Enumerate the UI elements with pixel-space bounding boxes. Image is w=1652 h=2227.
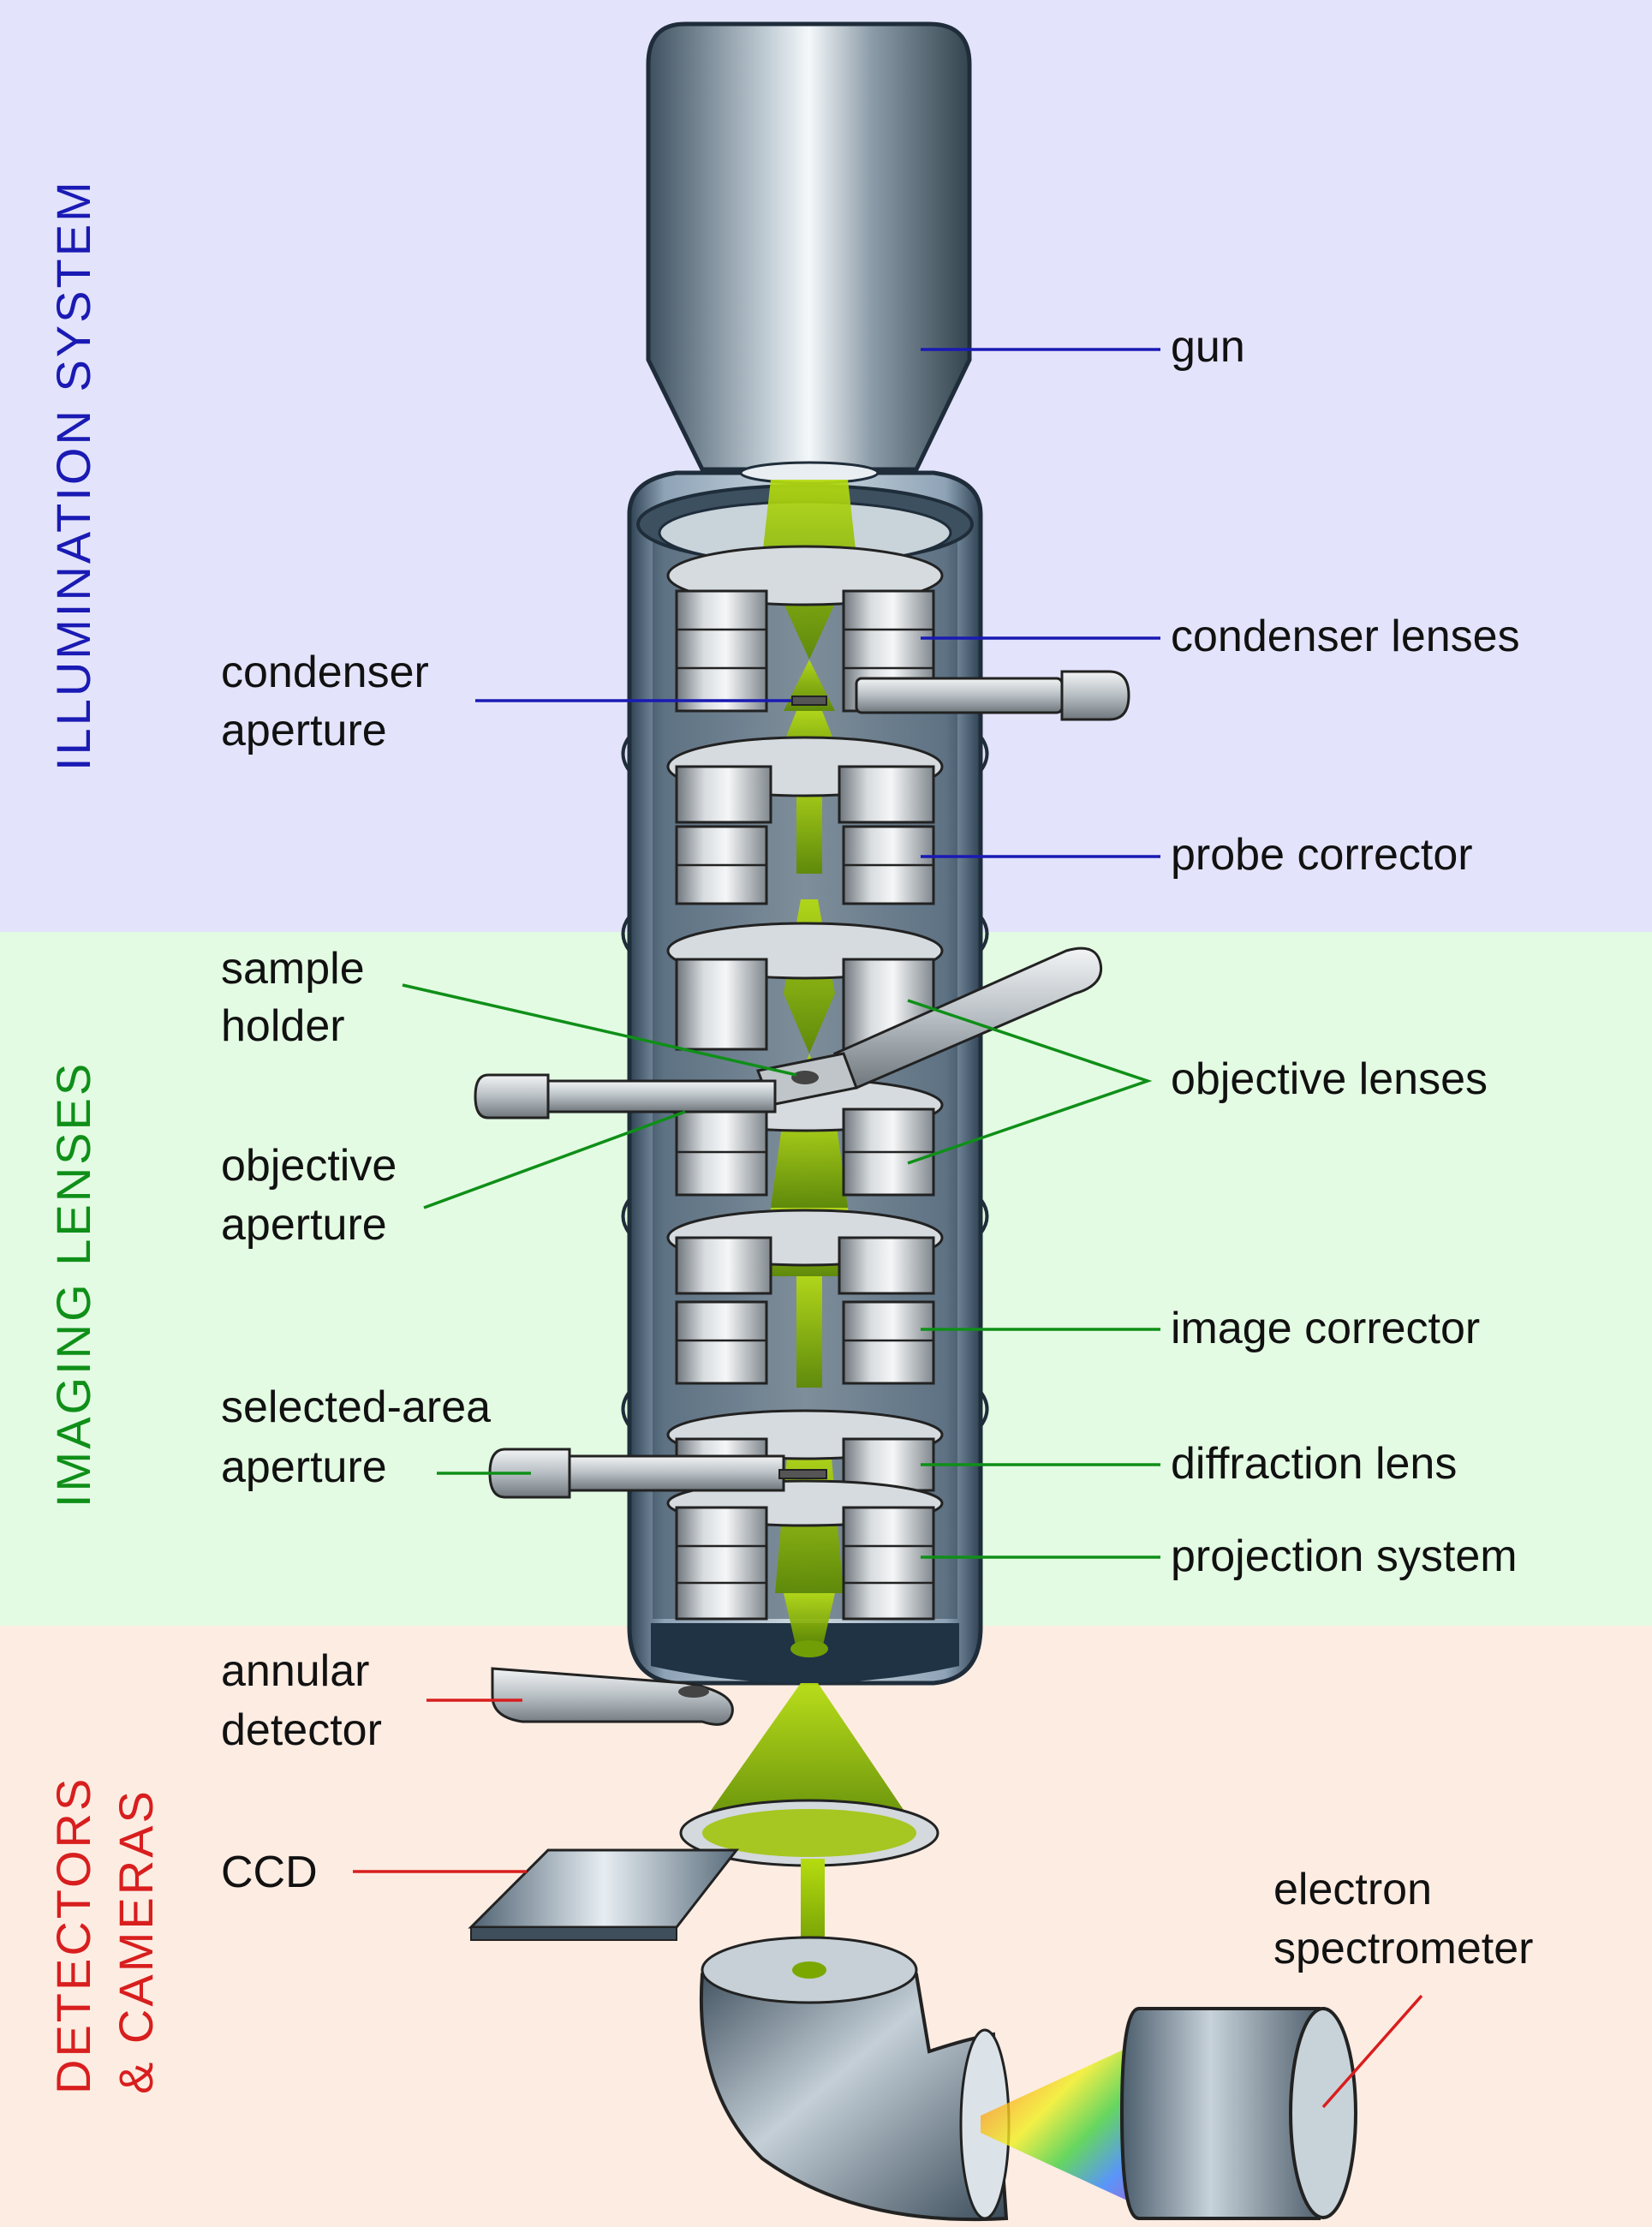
condenser-lenses-label: condenser lenses [1171, 612, 1520, 661]
condenser-aperture-rod [791, 670, 1130, 721]
sample-holder-leader [402, 983, 797, 1077]
ccd-screen [468, 1799, 939, 1941]
detectors-section-label-line2: & CAMERAS [109, 1788, 163, 2094]
probe-corrector-label: probe corrector [1171, 830, 1473, 880]
beam-cone [698, 1683, 916, 1829]
image-corrector-stack [666, 1209, 944, 1385]
annular-detector [491, 1667, 734, 1726]
projection-system-label: projection system [1171, 1531, 1518, 1581]
objective-aperture-leader [423, 1110, 686, 1209]
probe-corrector-stack [666, 736, 944, 905]
sample-holder-label-1: sample [221, 944, 365, 994]
detectors-section-label-line1: DETECTORS [46, 1776, 100, 2094]
selected-area-aperture-rod [488, 1448, 827, 1499]
objective-lenses-label: objective lenses [1171, 1054, 1488, 1104]
gun-label: gun [1171, 322, 1245, 372]
electron-spectrometer-label-2: spectrometer [1273, 1924, 1533, 1973]
annular-detector-label-2: detector [221, 1705, 382, 1755]
sample-holder-rod [755, 946, 1103, 1107]
diffraction-projection-stack [666, 1409, 944, 1621]
objective-aperture-label-1: objective [221, 1141, 397, 1191]
imaging-section-label: IMAGING LENSES [46, 1061, 100, 1508]
condenser-aperture-label-1: condenser [221, 648, 429, 697]
sample-holder-label-2: holder [221, 1001, 345, 1051]
electron-spectrometer [1119, 2007, 1357, 2220]
objective-aperture-label-2: aperture [221, 1200, 387, 1250]
spectrometer-leader [1321, 1994, 1423, 2109]
objective-aperture-rod [474, 1073, 777, 1119]
condenser-aperture-label-2: aperture [221, 706, 387, 755]
energy-spectrum [981, 2039, 1148, 2210]
diffraction-lens-label: diffraction lens [1171, 1439, 1457, 1489]
image-corrector-label: image corrector [1171, 1304, 1480, 1353]
objective-lenses-leader [907, 999, 1153, 1165]
annular-detector-label-1: annular [221, 1646, 369, 1696]
selected-area-aperture-label-2: aperture [221, 1442, 387, 1492]
spectrometer-elbow [699, 1936, 1011, 2222]
electron-gun [646, 21, 972, 485]
electron-spectrometer-label-1: electron [1273, 1865, 1432, 1914]
ccd-label: CCD [221, 1848, 318, 1897]
illumination-section-label: ILLUMINATION SYSTEM [46, 179, 100, 771]
selected-area-aperture-label-1: selected-area [221, 1382, 491, 1432]
